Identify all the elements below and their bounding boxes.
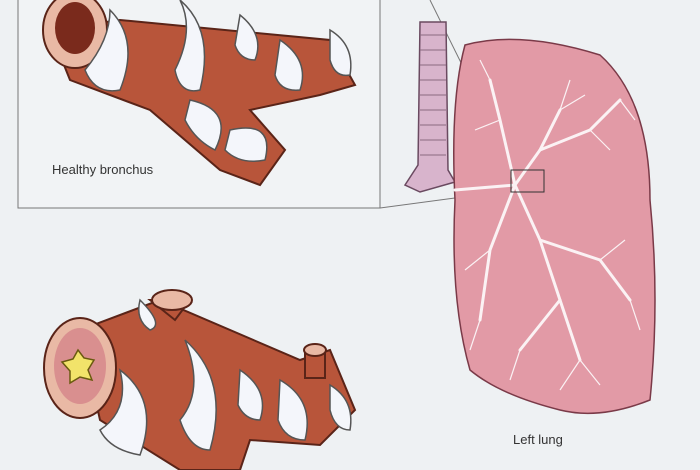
asthmatic-bronchus-drawing [43, 289, 357, 470]
left-lung-label: Left lung [513, 432, 563, 447]
trachea-drawing [403, 21, 457, 193]
healthy-bronchus-drawing [42, 0, 357, 187]
healthy-bronchus-label: Healthy bronchus [52, 162, 154, 177]
left-lung-drawing [453, 38, 656, 415]
